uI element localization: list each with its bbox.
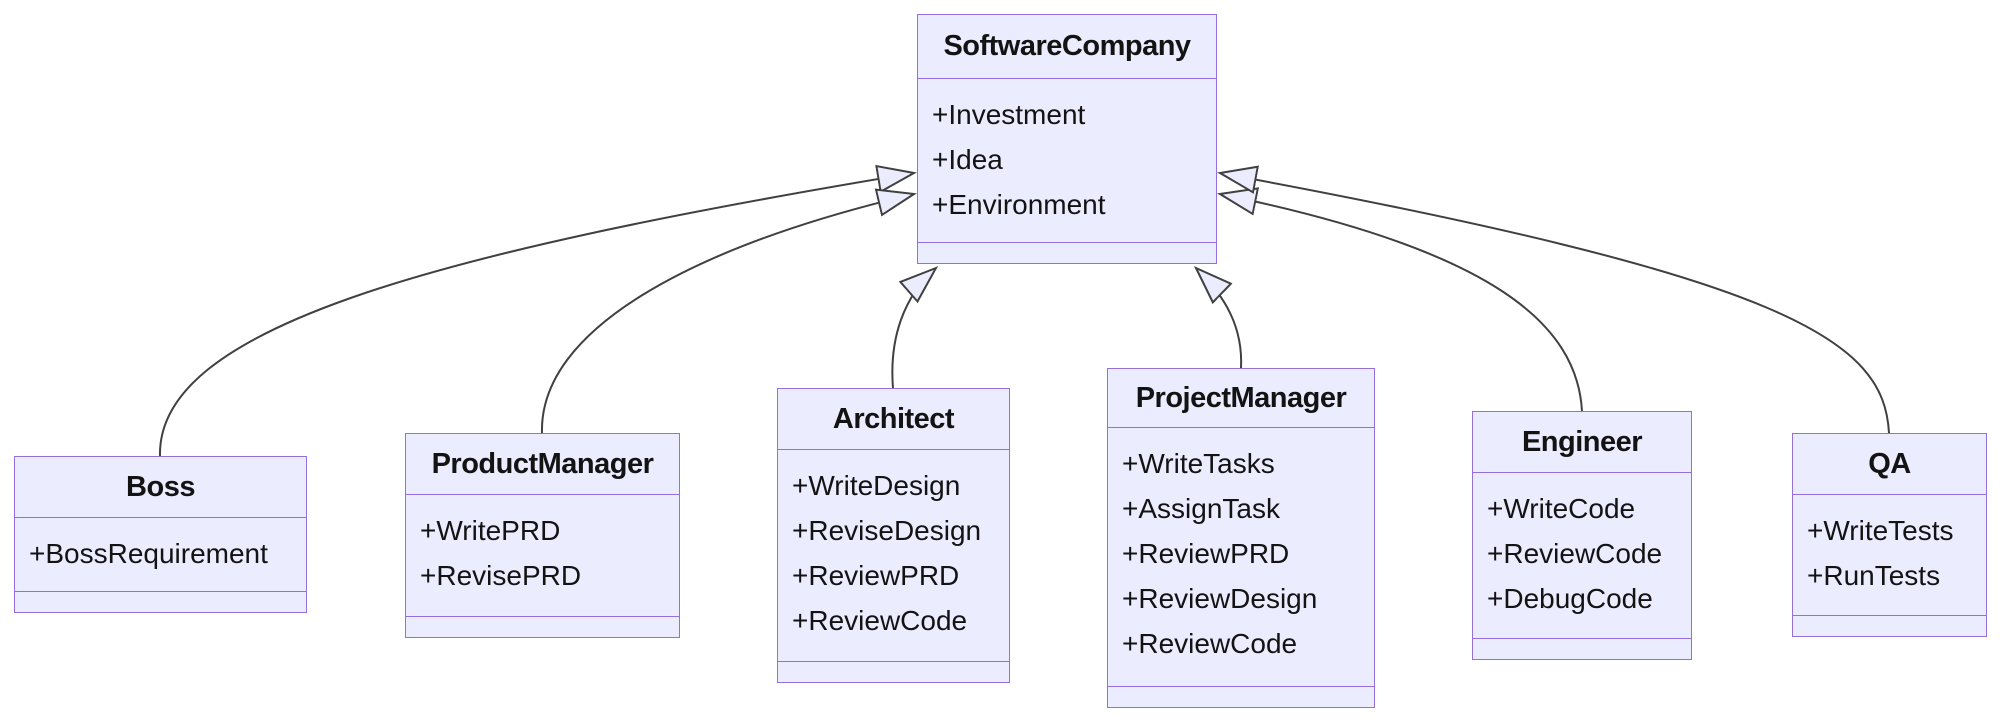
class-box-architect: Architect +WriteDesign +ReviseDesign +Re… [777, 388, 1010, 683]
edge-architect-to-softwarecompany [891, 266, 939, 389]
class-title: ProjectManager [1135, 381, 1347, 414]
class-member: +ReviewCode [1122, 628, 1298, 659]
class-member: +ReviewPRD [1122, 538, 1290, 569]
class-box-qa: QA +WriteTests +RunTests [1792, 433, 1987, 637]
class-member: +Environment [932, 189, 1106, 220]
class-members: +WriteTests +RunTests [1793, 494, 1986, 615]
class-methods-empty [406, 616, 679, 637]
class-member: +WritePRD [420, 515, 561, 546]
edge-boss-to-softwarecompany [158, 164, 917, 457]
class-member: +ReviewDesign [1122, 583, 1318, 614]
class-member: +Investment [932, 99, 1086, 130]
class-member: +ReviewPRD [792, 560, 960, 591]
class-members: +WriteCode +ReviewCode +DebugCode [1473, 472, 1691, 638]
class-methods-empty [1473, 638, 1691, 659]
edge-engineer-to-softwarecompany [1217, 187, 1583, 412]
class-member: +WriteTasks [1122, 448, 1275, 479]
class-member: +RunTests [1807, 560, 1941, 591]
class-title: Boss [126, 470, 195, 503]
class-member: +RevisePRD [420, 560, 582, 591]
class-members: +Investment +Idea +Environment [918, 78, 1216, 242]
class-member: +BossRequirement [29, 538, 268, 569]
class-member: +AssignTask [1122, 493, 1280, 524]
class-member: +ReviewCode [792, 605, 968, 636]
class-box-softwarecompany: SoftwareCompany +Investment +Idea +Envir… [917, 14, 1217, 264]
class-title: SoftwareCompany [943, 30, 1191, 62]
class-box-projectmanager: ProjectManager +WriteTasks +AssignTask +… [1107, 368, 1375, 708]
class-member: +WriteDesign [792, 470, 961, 501]
class-members: +WritePRD +RevisePRD [406, 494, 679, 616]
edge-qa-to-softwarecompany [1217, 165, 1890, 434]
class-methods-empty [1793, 615, 1986, 636]
class-methods-empty [1108, 686, 1374, 707]
class-member: +WriteCode [1487, 493, 1636, 524]
class-member: +DebugCode [1487, 583, 1653, 614]
class-methods-empty [15, 591, 306, 612]
class-member: +Idea [932, 144, 1003, 175]
class-members: +WriteTasks +AssignTask +ReviewPRD +Revi… [1108, 427, 1374, 686]
class-title: Engineer [1521, 425, 1643, 458]
class-member: +ReviewCode [1487, 538, 1663, 569]
class-title: Architect [832, 402, 955, 435]
class-member: +ReviseDesign [792, 515, 982, 546]
edge-productmanager-to-softwarecompany [540, 188, 917, 434]
class-methods-empty [918, 242, 1216, 263]
class-box-boss: Boss +BossRequirement [14, 456, 307, 613]
class-members: +BossRequirement [15, 517, 306, 591]
class-methods-empty [778, 661, 1009, 682]
edge-projectmanager-to-softwarecompany [1193, 265, 1243, 369]
class-title: QA [1868, 447, 1911, 480]
class-members: +WriteDesign +ReviseDesign +ReviewPRD +R… [778, 449, 1009, 661]
class-member: +WriteTests [1807, 515, 1954, 546]
class-title: ProductManager [431, 447, 654, 480]
class-box-productmanager: ProductManager +WritePRD +RevisePRD [405, 433, 680, 638]
class-box-engineer: Engineer +WriteCode +ReviewCode +DebugCo… [1472, 411, 1692, 660]
